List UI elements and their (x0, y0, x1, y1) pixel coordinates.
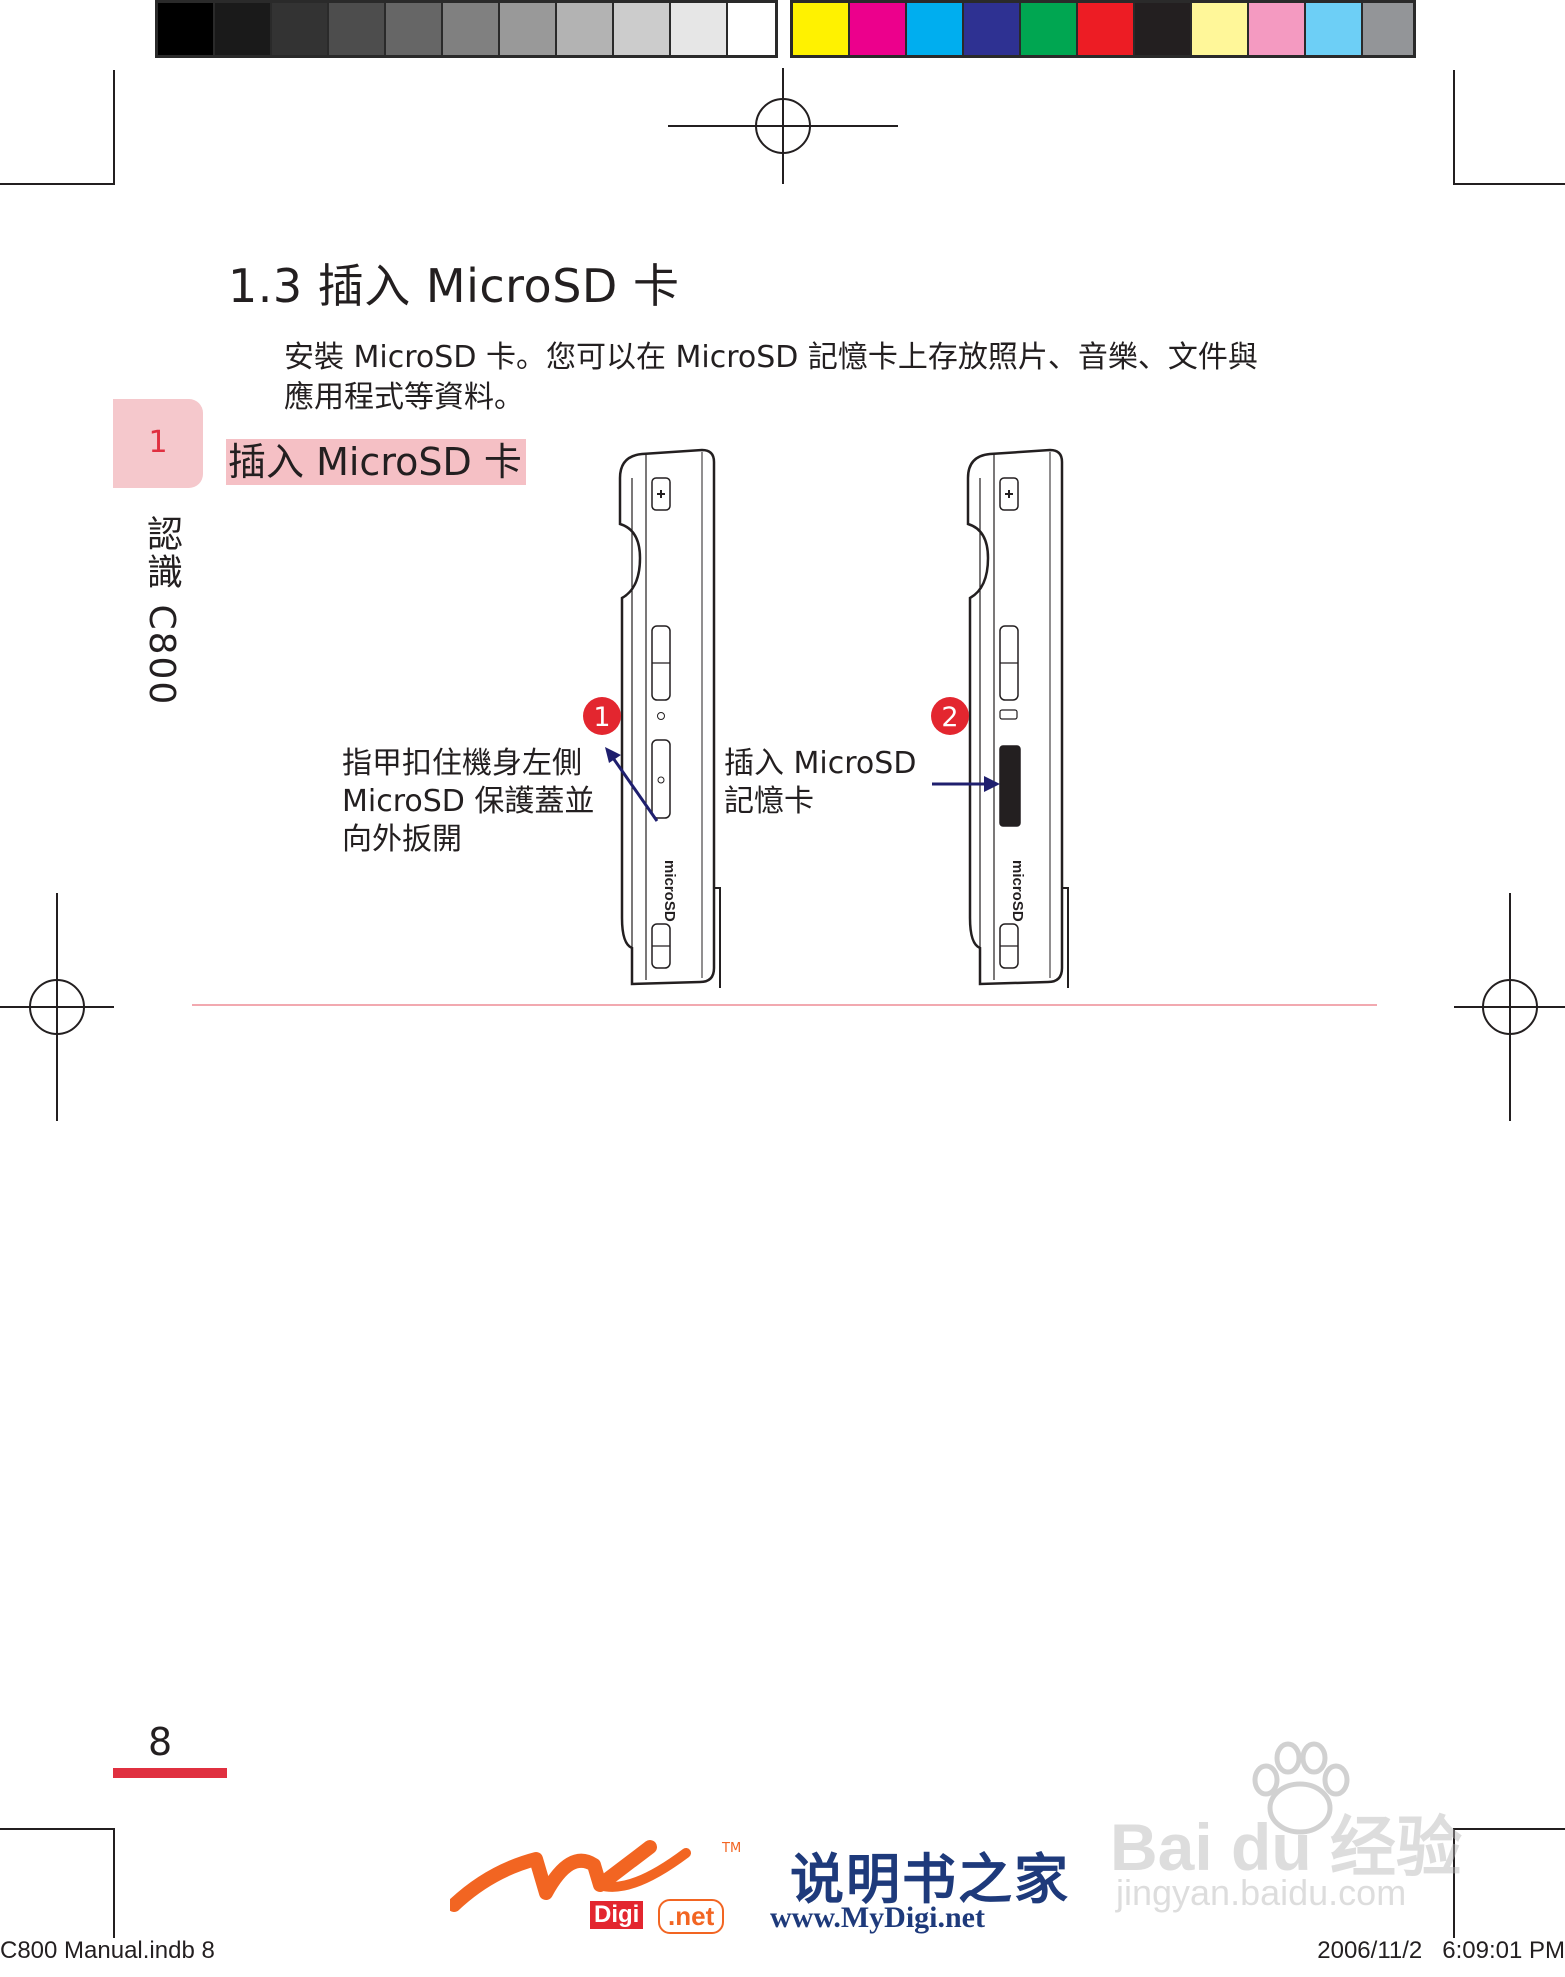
crop-mark-top-right-v (1453, 70, 1455, 183)
grayscale-calibration-bar (155, 0, 778, 58)
swatch-gray-9 (671, 3, 728, 55)
swatch-color-6 (1135, 3, 1192, 55)
chapter-title-vertical: 認識 C800 (141, 515, 182, 707)
section-title: 1.3 插入 MicroSD 卡 (228, 259, 680, 313)
swatch-color-4 (1021, 3, 1078, 55)
swatch-gray-5 (443, 3, 500, 55)
microsd-logo-1: microSD (661, 860, 678, 922)
crop-mark-top-right-h (1453, 183, 1565, 185)
microsd-logo-2: microSD (1009, 860, 1026, 922)
mydigi-swoosh-icon (450, 1840, 691, 1912)
swatch-gray-7 (557, 3, 614, 55)
step2-label: 插入 MicroSD 記憶卡 (724, 745, 916, 821)
mydigi-tm: TM (722, 1841, 742, 1856)
swatch-color-3 (964, 3, 1021, 55)
swatch-gray-1 (215, 3, 272, 55)
mydigi-my: MY (650, 1829, 651, 1830)
swatch-color-2 (907, 3, 964, 55)
intro-line-1: 安裝 MicroSD 卡。您可以在 MicroSD 記憶卡上存放照片、音樂、文件… (284, 340, 1258, 375)
step1-label-line3: 向外扳開 (342, 822, 462, 857)
crop-mark-bottom-left-h (0, 1828, 115, 1830)
step1-number: 1 (593, 702, 610, 733)
intro-line-2: 應用程式等資料。 (284, 380, 524, 415)
mydigi-logo: MY TM Digi .net 说明书之家 www.MyDigi.net (450, 1835, 1110, 1945)
step1-label-line1: 指甲扣住機身左側 (342, 746, 582, 781)
swatch-color-8 (1249, 3, 1306, 55)
section-intro: 安裝 MicroSD 卡。您可以在 MicroSD 記憶卡上存放照片、音樂、文件… (284, 338, 1324, 418)
crop-mark-bottom-right-v (1453, 1828, 1455, 1938)
mydigi-url: www.MyDigi.net (770, 1901, 985, 1934)
registration-mark-left (0, 893, 114, 1121)
device-side-view-step1: microSD (618, 448, 721, 988)
crop-mark-bottom-right-h (1453, 1828, 1565, 1830)
chapter-tab (113, 399, 203, 488)
color-calibration-bar (790, 0, 1416, 58)
mydigi-net: .net (658, 1899, 725, 1934)
crop-mark-top-left-h (0, 183, 115, 185)
page-number: 8 (148, 1720, 173, 1764)
swatch-gray-6 (500, 3, 557, 55)
mydigi-badge: Digi (590, 1901, 644, 1929)
page-number-underline (113, 1768, 227, 1778)
baidu-logo-text: Bai du 经验 (1110, 1810, 1463, 1884)
crop-mark-bottom-left-v (113, 1828, 115, 1938)
swatch-color-5 (1078, 3, 1135, 55)
baidu-paw-icon (1252, 1741, 1350, 1835)
swatch-gray-3 (329, 3, 386, 55)
step2-number: 2 (941, 702, 958, 733)
print-slug-timestamp: 2006/11/2 6:09:01 PM (1317, 1937, 1565, 1964)
step1-label: 指甲扣住機身左側 MicroSD 保護蓋並 向外扳開 (342, 745, 594, 859)
figure-subheading: 插入 MicroSD 卡 (226, 439, 526, 485)
step1-badge: 1 (583, 697, 621, 735)
device-side-view-step2: microSD (966, 448, 1069, 988)
step2-arrow-icon (932, 776, 1000, 792)
step2-label-line1: 插入 MicroSD (724, 746, 917, 781)
section-divider (192, 1004, 1377, 1006)
mydigi-chinese: 说明书之家 (790, 1848, 1070, 1911)
swatch-gray-4 (386, 3, 443, 55)
print-slug-file: C800 Manual.indb 8 (0, 1937, 215, 1964)
step1-arrow-icon (605, 747, 659, 822)
baidu-url: jingyan.baidu.com (1116, 1872, 1407, 1913)
swatch-gray-10 (728, 3, 775, 55)
swatch-gray-2 (272, 3, 329, 55)
swatch-color-9 (1306, 3, 1363, 55)
registration-mark-right (1454, 893, 1565, 1121)
step1-label-line2: MicroSD 保護蓋並 (342, 784, 595, 819)
baidu-jingyan-watermark: Bai du 经验 jingyan.baidu.com (1110, 1740, 1490, 1920)
step2-label-line2: 記憶卡 (724, 784, 814, 819)
swatch-color-0 (793, 3, 850, 55)
swatch-gray-8 (614, 3, 671, 55)
registration-mark-top (668, 68, 898, 184)
step2-badge: 2 (931, 697, 969, 735)
crop-mark-top-left-v (113, 70, 115, 183)
swatch-gray-0 (158, 3, 215, 55)
swatch-color-10 (1363, 3, 1413, 55)
swatch-color-7 (1192, 3, 1249, 55)
swatch-color-1 (850, 3, 907, 55)
chapter-number: 1 (148, 425, 168, 460)
